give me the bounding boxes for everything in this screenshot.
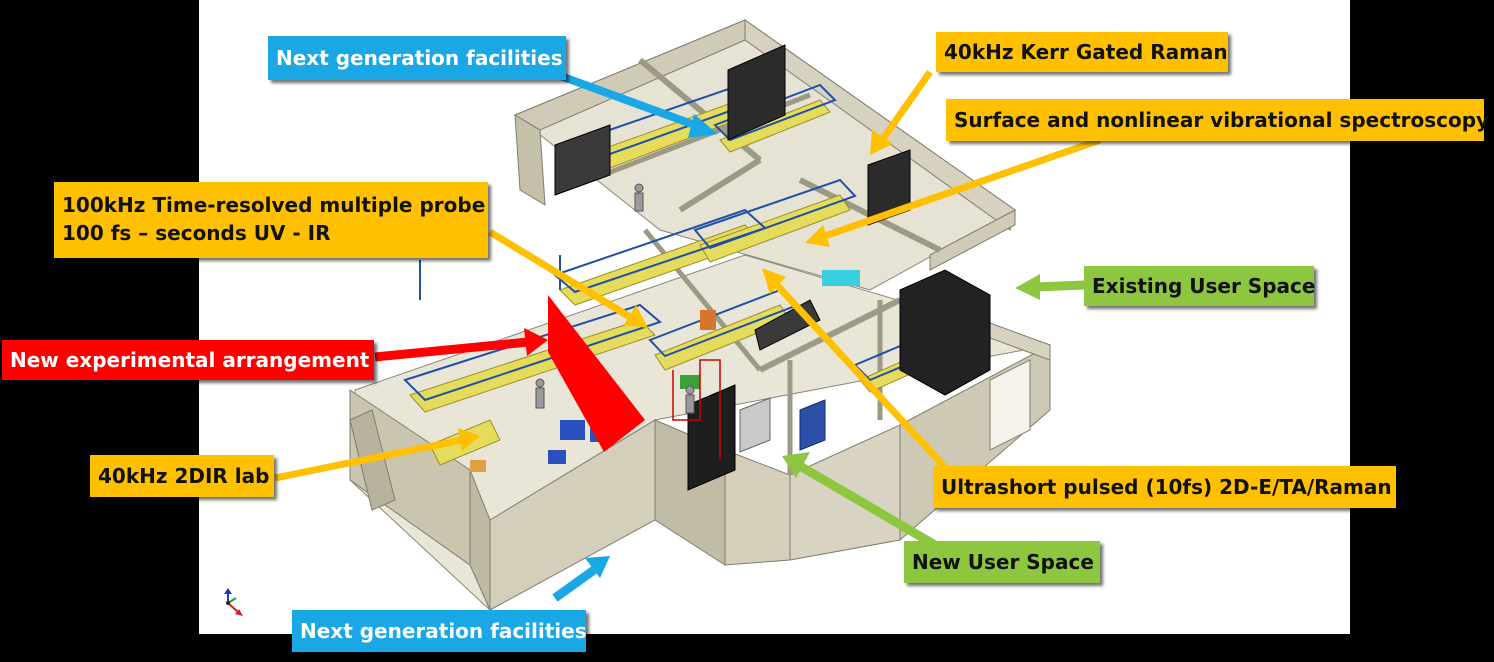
axis-triad-icon bbox=[224, 588, 243, 616]
label-new-user-space: New User Space bbox=[904, 541, 1100, 583]
label-surface-nonlinear-spectroscopy: Surface and nonlinear vibrational spectr… bbox=[946, 99, 1489, 141]
arrow-surface bbox=[820, 136, 1102, 241]
arrowhead-existing-user-space bbox=[1015, 274, 1040, 300]
arrowhead-ultrashort bbox=[762, 268, 786, 294]
arrow-kerr-raman bbox=[877, 69, 933, 146]
time-resolved-line-2: 100 fs – seconds UV - IR bbox=[62, 221, 331, 245]
label-time-resolved-multiple-probe: 100kHz Time-resolved multiple probe 100 … bbox=[54, 182, 488, 258]
arrowhead-kerr-raman bbox=[870, 130, 893, 155]
new-experimental-arrangement-highlight bbox=[548, 295, 645, 452]
arrowhead-next-gen-bottom bbox=[585, 556, 610, 578]
arrowhead-time-resolved bbox=[624, 305, 648, 328]
arrow-time-resolved bbox=[488, 229, 632, 320]
label-existing-user-space: Existing User Space bbox=[1084, 266, 1315, 306]
arrow-new-arrangement bbox=[374, 337, 529, 362]
arrow-ultrashort bbox=[772, 280, 958, 481]
time-resolved-line-1: 100kHz Time-resolved multiple probe bbox=[62, 193, 486, 217]
arrowhead-new-user-space bbox=[782, 452, 810, 478]
label-ultrashort-pulsed: Ultrashort pulsed (10fs) 2D-E/TA/Raman bbox=[933, 466, 1396, 508]
equipment-cabinets bbox=[554, 44, 991, 491]
red-conduit bbox=[672, 359, 721, 460]
label-2dir-lab: 40kHz 2DIR lab bbox=[90, 455, 274, 497]
arrowhead-new-arrangement bbox=[524, 328, 548, 356]
human-figures bbox=[535, 183, 695, 414]
label-next-generation-facilities-top: Next generation facilities bbox=[268, 36, 566, 80]
arrowhead-2dir-lab bbox=[458, 428, 480, 451]
arrow-next-gen-top bbox=[556, 71, 702, 131]
label-next-generation-facilities-bottom: Next generation facilities bbox=[292, 610, 587, 652]
arrow-2dir-lab bbox=[274, 436, 463, 482]
arrowhead-next-gen-top bbox=[688, 114, 718, 138]
bench-equipment bbox=[470, 270, 860, 472]
arrowhead-surface bbox=[805, 225, 830, 247]
arrow-next-gen-bottom bbox=[552, 566, 597, 602]
callout-arrows bbox=[274, 69, 1102, 602]
arrow-new-user-space bbox=[797, 462, 938, 549]
label-new-experimental-arrangement: New experimental arrangement bbox=[2, 340, 374, 380]
label-kerr-gated-raman: 40kHz Kerr Gated Raman bbox=[936, 32, 1228, 72]
arrow-existing-user-space bbox=[1034, 280, 1086, 292]
